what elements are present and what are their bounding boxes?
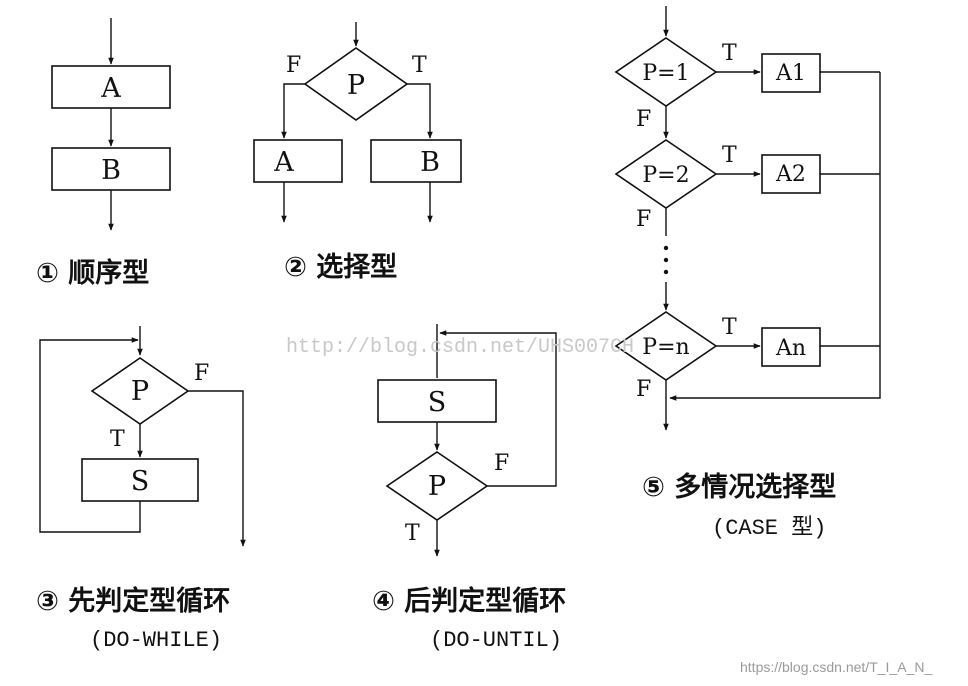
du-subcaption: (DO-UNTIL) [430, 628, 562, 653]
case-box-1 [761, 53, 821, 93]
du-box-s-label: S [428, 387, 447, 418]
case-continuation-dots [663, 245, 669, 275]
case-true-label-n: T [722, 315, 737, 340]
du-false-label: F [494, 451, 509, 476]
case-decision-n-label: P=n [642, 335, 689, 360]
sel-box-b [370, 139, 462, 183]
case-box-n [761, 327, 821, 367]
dw-loop-back [39, 337, 141, 533]
do-while-structure: P F T S ③ 先判定型循环 (DO-WHILE) [36, 326, 246, 653]
case-box-2 [761, 154, 821, 194]
dw-false-label: F [194, 361, 209, 386]
sel-caption: ② 选择型 [284, 252, 397, 283]
case-box-n-label: An [775, 336, 806, 361]
dw-decision-label: P [131, 376, 149, 407]
dw-true-label: T [110, 427, 125, 452]
sel-true-path [407, 83, 433, 139]
sel-true-label: T [412, 53, 427, 78]
case-false-label-n: F [636, 377, 651, 402]
watermark-corner: https://blog.csdn.net/T_I_A_N_ [740, 659, 932, 675]
sel-decision [303, 47, 409, 121]
case-caption: ⑤ 多情况选择型 [642, 472, 836, 503]
du-true-label: T [405, 521, 420, 546]
case-true-label-1: T [722, 41, 737, 66]
case-false-label-2: F [636, 207, 651, 232]
dw-box-s [81, 458, 199, 502]
sel-box-b-label: B [420, 147, 440, 178]
dw-box-s-label: S [131, 466, 150, 497]
dw-subcaption: (DO-WHILE) [90, 628, 222, 653]
case-decision-2-label: P=2 [642, 163, 689, 188]
case-decision-1-label: P=1 [642, 61, 689, 86]
dw-false-exit [188, 390, 246, 547]
du-decision-label: P [428, 471, 446, 502]
sel-box-a-label: A [273, 147, 294, 178]
case-true-label-2: T [722, 143, 737, 168]
case-structure: P=1 T A1 F P=2 T A2 F P=n T An F ⑤ 多 [614, 6, 881, 541]
sel-box-a [253, 139, 343, 183]
seq-box-b [51, 147, 171, 191]
dw-caption: ③ 先判定型循环 [36, 585, 230, 617]
seq-caption: ① 顺序型 [36, 257, 149, 289]
case-box-2-label: A2 [775, 162, 806, 187]
seq-box-b-label: B [101, 155, 121, 186]
case-subcaption: (CASE 型) [712, 515, 826, 541]
sel-decision-label: P [347, 70, 365, 101]
seq-box-a-label: A [100, 73, 121, 104]
sequential-structure: A B ① 顺序型 [36, 18, 171, 289]
case-box-1-label: A1 [775, 61, 806, 86]
case-false-label-1: F [636, 107, 651, 132]
sel-false-label: F [286, 53, 301, 78]
case-merge-return [669, 72, 881, 401]
du-loop-back [439, 330, 557, 487]
sel-false-path [281, 83, 305, 139]
do-until-structure: S P F T ④ 后判定型循环 (DO-UNTIL) [372, 324, 566, 653]
watermark-center: http://blog.csdn.net/UHS007CH [286, 336, 634, 359]
du-caption: ④ 后判定型循环 [372, 585, 566, 617]
selection-structure: P F T A B ② 选择型 [253, 22, 462, 283]
